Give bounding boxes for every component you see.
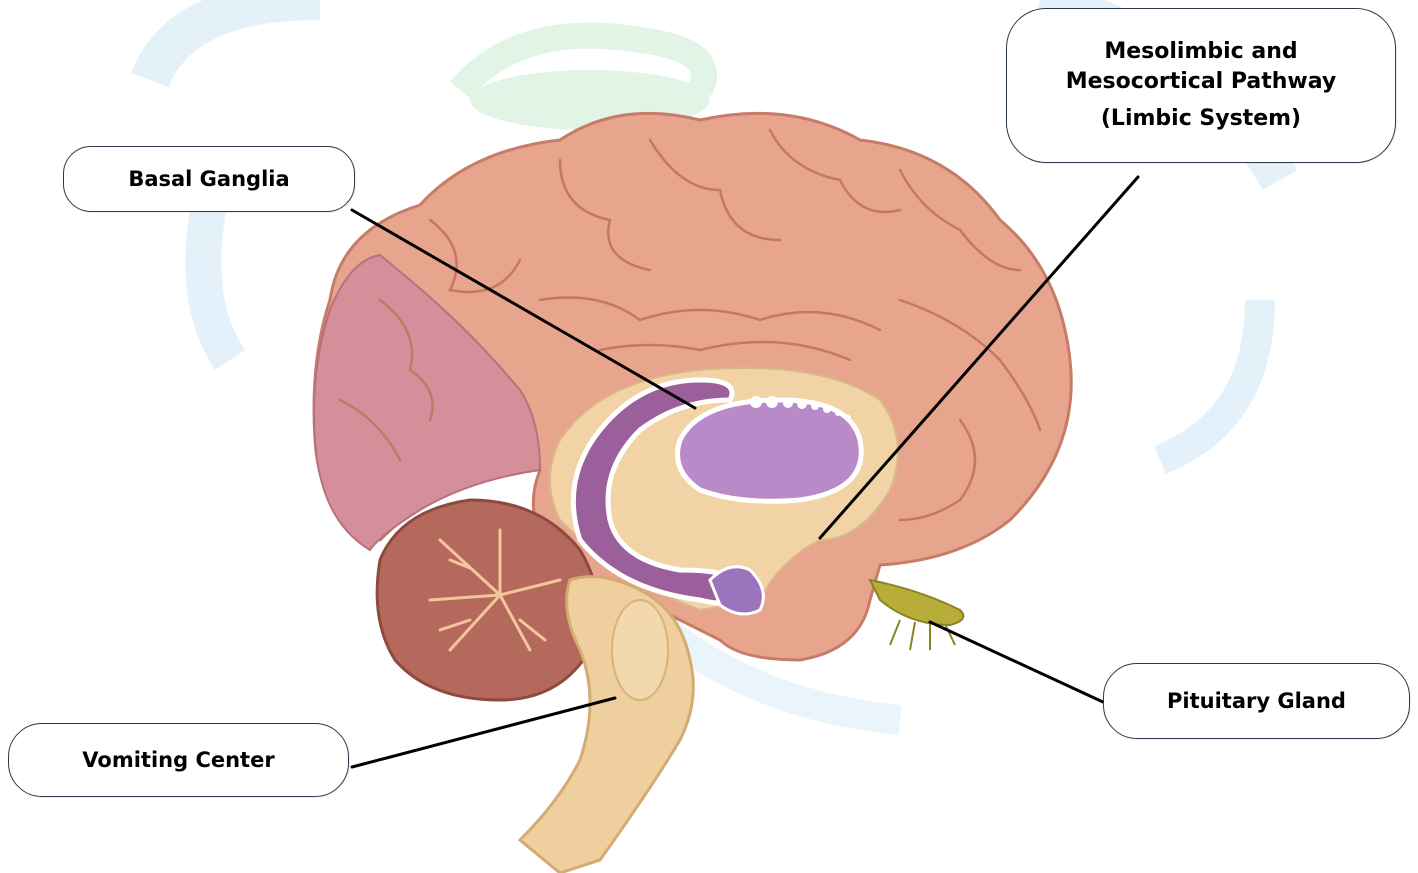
mesolimbic-line2: Mesocortical Pathway (1066, 67, 1337, 97)
basal-ganglia-label: Basal Ganglia (63, 146, 355, 212)
basal-ganglia-text: Basal Ganglia (128, 165, 289, 193)
leader-vomiting (352, 698, 615, 767)
pituitary-text: Pituitary Gland (1167, 687, 1346, 715)
basal-ganglia-shape (678, 400, 862, 501)
mesolimbic-line3: (Limbic System) (1101, 104, 1301, 134)
mesolimbic-line1: Mesolimbic and (1104, 37, 1297, 67)
leader-pituitary (930, 622, 1103, 702)
pituitary-gland-label: Pituitary Gland (1103, 663, 1410, 739)
pituitary-gland-shape (870, 580, 963, 650)
pons (612, 600, 668, 700)
vomiting-center-label: Vomiting Center (8, 723, 349, 797)
mesolimbic-pathway-label: Mesolimbic and Mesocortical Pathway (Lim… (1006, 8, 1396, 163)
vomiting-text: Vomiting Center (82, 746, 274, 774)
